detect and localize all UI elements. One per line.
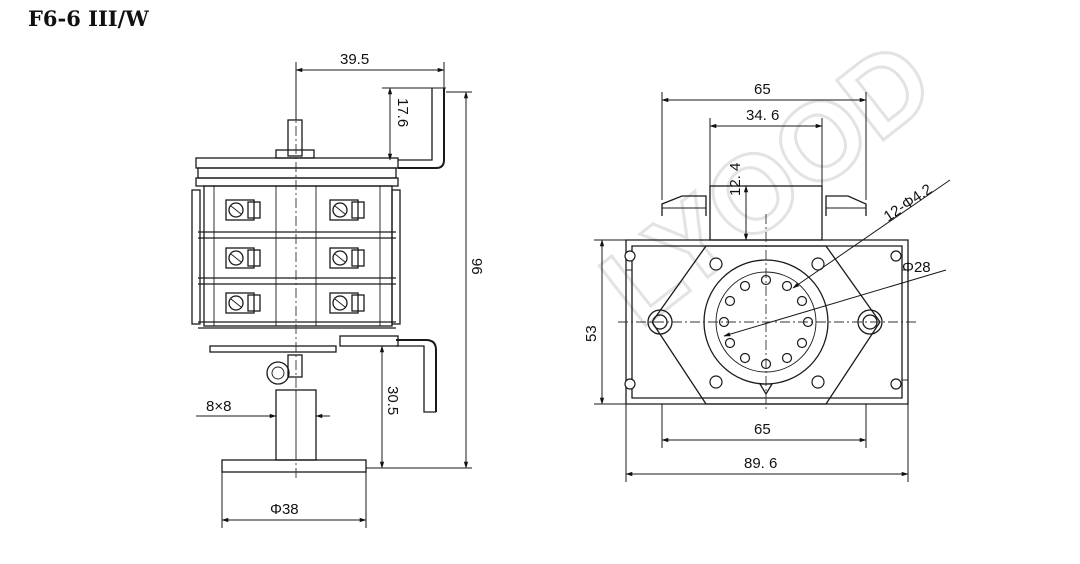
svg-text:LYOOD: LYOOD	[579, 17, 955, 349]
shaft-nut	[275, 149, 315, 159]
dim-12-4: 12. 4	[727, 163, 744, 196]
drawing-title: F6-6 III/W	[28, 6, 149, 31]
switch-decks	[191, 185, 401, 329]
terminals	[225, 199, 365, 314]
dim-65-bottom: 65	[754, 421, 771, 438]
dim-53: 53	[583, 325, 600, 342]
lock-screw	[266, 361, 290, 385]
hole-pattern	[718, 274, 814, 370]
knob-base	[221, 459, 367, 473]
watermark: LYOOD	[578, 16, 957, 351]
top-shaft	[287, 119, 303, 157]
top-bracket	[398, 88, 445, 169]
dim-34-6: 34. 6	[746, 107, 779, 124]
dim-39-5: 39.5	[340, 51, 369, 68]
dim-phi-28: Φ28	[902, 259, 931, 276]
dim-30-5: 30.5	[384, 386, 401, 415]
dim-65-top: 65	[754, 81, 771, 98]
dim-phi-38: Φ38	[270, 501, 299, 518]
side-view: 39.5 17.6 96 30.5 8×8 Φ38	[191, 51, 485, 528]
bottom-bracket	[396, 339, 437, 412]
dim-89-6: 89. 6	[744, 455, 777, 472]
dim-12-phi-4-2: 12-Φ4.2	[881, 181, 936, 226]
top-plate	[195, 157, 399, 169]
dim-17-6: 17.6	[394, 98, 411, 127]
inner-plate	[651, 245, 881, 405]
dim-96: 96	[468, 258, 485, 275]
dim-8x8: 8×8	[206, 398, 231, 415]
bottom-plate	[209, 345, 337, 353]
